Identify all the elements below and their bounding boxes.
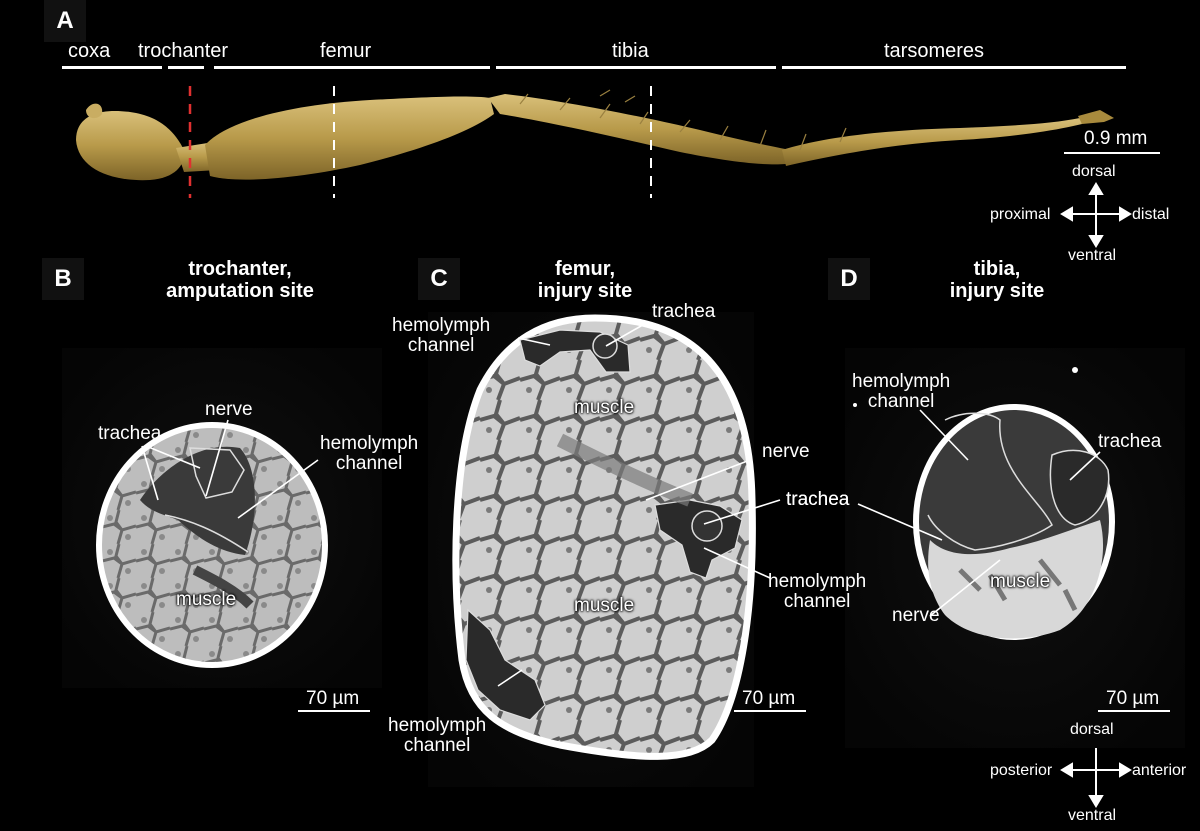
c-label-hemolymph-right-line2: channel: [783, 591, 851, 612]
panel-d-title: tibia, injury site: [912, 258, 1082, 302]
c-scale-bar: [734, 710, 806, 712]
section-d: [845, 348, 1185, 748]
b-label-trachea: trachea: [98, 423, 162, 444]
segment-label-tarsomeres: tarsomeres: [884, 40, 985, 62]
b-scale-bar: [298, 710, 370, 712]
segment-label-femur: femur: [320, 40, 372, 62]
axis-ventral-bottom: ventral: [1068, 807, 1117, 824]
axis-posterior: posterior: [990, 762, 1053, 779]
axis-dorsal-top: dorsal: [1072, 163, 1116, 180]
section-c: [428, 312, 756, 787]
d-scale-bar: [1098, 710, 1170, 712]
panel-letter-b: B: [42, 258, 84, 300]
panel-d-title-line1: tibia,: [973, 258, 1021, 280]
segment-label-tibia: tibia: [612, 40, 649, 62]
d-label-hemolymph-line2: channel: [867, 391, 935, 412]
axis-dorsal-bottom: dorsal: [1070, 721, 1114, 738]
segment-bar-tarsomeres: [782, 66, 1126, 69]
c-label-hemolymph-top: hemolymph channel: [392, 316, 490, 356]
axis-anterior: anterior: [1132, 762, 1187, 779]
c-label-nerve: nerve: [762, 441, 810, 462]
c-label-hemolymph-right-line1: hemolymph: [768, 571, 867, 592]
leader-lines: [141, 321, 1101, 687]
b-label-nerve: nerve: [205, 399, 253, 420]
scale-label-top: 0.9 mm: [1084, 128, 1148, 149]
c-scale-label: 70 µm: [742, 688, 796, 709]
segment-label-trochanter: trochanter: [138, 40, 229, 62]
b-label-hemolymph: hemolymph channel: [320, 434, 418, 474]
d-label-muscle: muscle: [990, 571, 1051, 592]
c-label-hemolymph-top-line2: channel: [407, 335, 475, 356]
d-label-trachea-left: trachea: [786, 489, 850, 510]
d-label-trachea-right: trachea: [1098, 431, 1162, 452]
panel-b-title-line1: trochanter,: [188, 258, 292, 280]
axis-distal: distal: [1132, 206, 1170, 223]
c-label-trachea-right: trachea: [786, 489, 850, 510]
c-label-hemolymph-bottom: hemolymph channel: [388, 716, 486, 756]
section-b: [62, 348, 382, 688]
axis-ventral-top: ventral: [1068, 247, 1117, 264]
c-label-hemolymph-bottom-line1: hemolymph: [388, 715, 487, 736]
c-label-hemolymph-top-line1: hemolymph: [392, 315, 491, 336]
d-scale-label: 70 µm: [1106, 688, 1160, 709]
c-label-muscle-bottom: muscle: [574, 595, 635, 616]
c-label-muscle-top: muscle: [574, 397, 635, 418]
panel-c-title-line1: femur,: [554, 258, 616, 280]
panel-c-title: femur, injury site: [500, 258, 670, 302]
c-label-hemolymph-bottom-line2: channel: [403, 735, 471, 756]
segment-bar-tibia: [496, 66, 776, 69]
panel-letter-c: C: [418, 258, 460, 300]
segment-bar-coxa: [62, 66, 162, 69]
orientation-arrows-top: [1060, 182, 1132, 248]
c-label-trachea-top: trachea: [652, 301, 716, 322]
axis-proximal: proximal: [990, 206, 1051, 223]
segment-bar-trochanter: [168, 66, 204, 69]
segment-label-coxa: coxa: [68, 40, 111, 62]
c-label-hemolymph-right: hemolymph channel: [768, 572, 866, 612]
b-label-muscle: muscle: [176, 589, 237, 610]
b-scale-label: 70 µm: [306, 688, 360, 709]
panel-b-title: trochanter, amputation site: [130, 258, 350, 302]
d-label-hemolymph-line1: hemolymph: [852, 371, 951, 392]
segment-bar-femur: [214, 66, 490, 69]
b-label-hemolymph-line2: channel: [335, 453, 403, 474]
scale-bar-top: [1064, 152, 1160, 154]
panel-letter-a: A: [44, 0, 86, 42]
panel-d-title-line2: injury site: [949, 280, 1045, 302]
panel-c-title-line2: injury site: [537, 280, 633, 302]
d-label-nerve: nerve: [892, 605, 940, 626]
panel-letter-d: D: [828, 258, 870, 300]
panel-b-title-line2: amputation site: [166, 280, 314, 302]
b-label-hemolymph-line1: hemolymph: [320, 433, 419, 454]
d-label-hemolymph: hemolymph channel: [852, 372, 950, 412]
leg-rendering: [76, 89, 1114, 181]
